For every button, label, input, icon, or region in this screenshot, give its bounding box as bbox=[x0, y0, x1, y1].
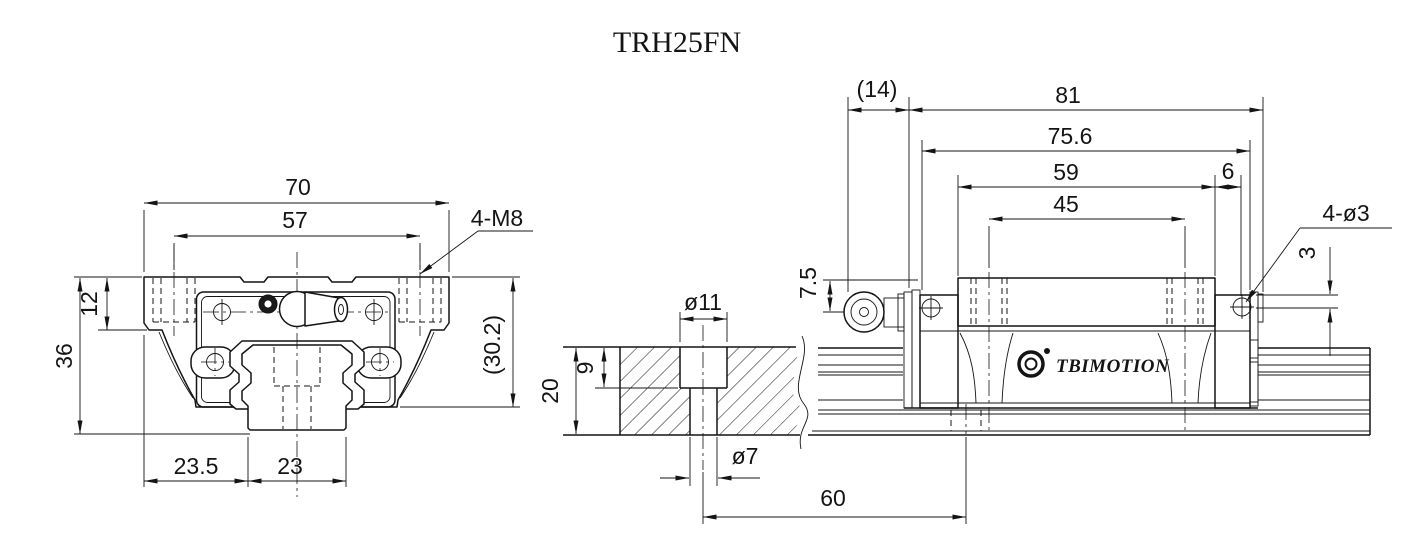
hole-callout: 4-ø3 bbox=[1322, 200, 1369, 226]
dim-tap-hole-spacing: 57 bbox=[282, 207, 308, 233]
end-seal-left bbox=[903, 291, 913, 409]
side-view: TBIMOTION (14) 81 75.6 59 6 45 4-ø3 bbox=[537, 76, 1392, 524]
dim-body-length: 59 bbox=[1053, 159, 1079, 185]
end-cap-right bbox=[1214, 294, 1251, 409]
break-line bbox=[797, 335, 809, 450]
grease-nipple-side bbox=[843, 291, 905, 333]
block-front-outline bbox=[143, 276, 450, 408]
dim-counterbore-depth: 9 bbox=[572, 362, 598, 375]
rail-side-view bbox=[808, 347, 1371, 436]
dim-mount-hole-spacing: 45 bbox=[1053, 191, 1079, 217]
drawing-title: TRH25FN bbox=[613, 26, 741, 59]
flange-tapped-holes-hidden bbox=[152, 278, 442, 323]
end-cap-screw-left bbox=[919, 296, 943, 320]
block-side-view: TBIMOTION bbox=[843, 272, 1264, 432]
dim-rail-hole-pitch: 60 bbox=[820, 485, 846, 511]
dim-nipple-center-height: 7.5 bbox=[795, 267, 821, 299]
end-cap-screws-front bbox=[206, 299, 389, 371]
front-view-dimensions: 70 57 4-M8 12 36 (30.2) 23.5 23 bbox=[51, 174, 533, 487]
rail-bolt-hole-hidden bbox=[273, 347, 321, 429]
block-body-top bbox=[957, 277, 1216, 327]
dim-end-hole-offset: 6 bbox=[1222, 158, 1235, 184]
thread-callout: 4-M8 bbox=[471, 205, 523, 231]
dim-total-height: 36 bbox=[51, 343, 77, 369]
dim-rail-width: 23 bbox=[277, 453, 303, 479]
dim-grease-nipple-length: (14) bbox=[857, 76, 898, 102]
block-tapped-holes-hidden bbox=[970, 278, 1204, 326]
screw-pocket-left bbox=[190, 346, 236, 379]
set-screw bbox=[258, 294, 278, 314]
end-cap-screw-right bbox=[1230, 295, 1254, 319]
dim-bolt-hole-dia: ø7 bbox=[732, 443, 759, 469]
brand-logo-text: TBIMOTION bbox=[1056, 356, 1170, 377]
spout-right bbox=[1157, 332, 1212, 404]
dim-counterbore-dia: ø11 bbox=[684, 289, 722, 315]
dim-overall-width: 70 bbox=[285, 174, 311, 200]
dim-rail-height: 20 bbox=[537, 378, 563, 404]
spout-left bbox=[959, 332, 1014, 404]
side-view-dimensions: (14) 81 75.6 59 6 45 4-ø3 3 bbox=[537, 76, 1392, 524]
front-view: 70 57 4-M8 12 36 (30.2) 23.5 23 bbox=[51, 174, 533, 497]
dim-hole-drop: 3 bbox=[1294, 247, 1320, 260]
grease-nipple-front bbox=[278, 290, 349, 328]
brand-logo: TBIMOTION bbox=[1017, 348, 1170, 378]
dim-overall-length: 81 bbox=[1055, 82, 1081, 108]
dim-edge-to-rail: 23.5 bbox=[174, 453, 219, 479]
dim-block-length: 75.6 bbox=[1048, 123, 1093, 149]
dim-block-height: (30.2) bbox=[479, 315, 505, 375]
rail-section-hatched bbox=[563, 325, 809, 470]
